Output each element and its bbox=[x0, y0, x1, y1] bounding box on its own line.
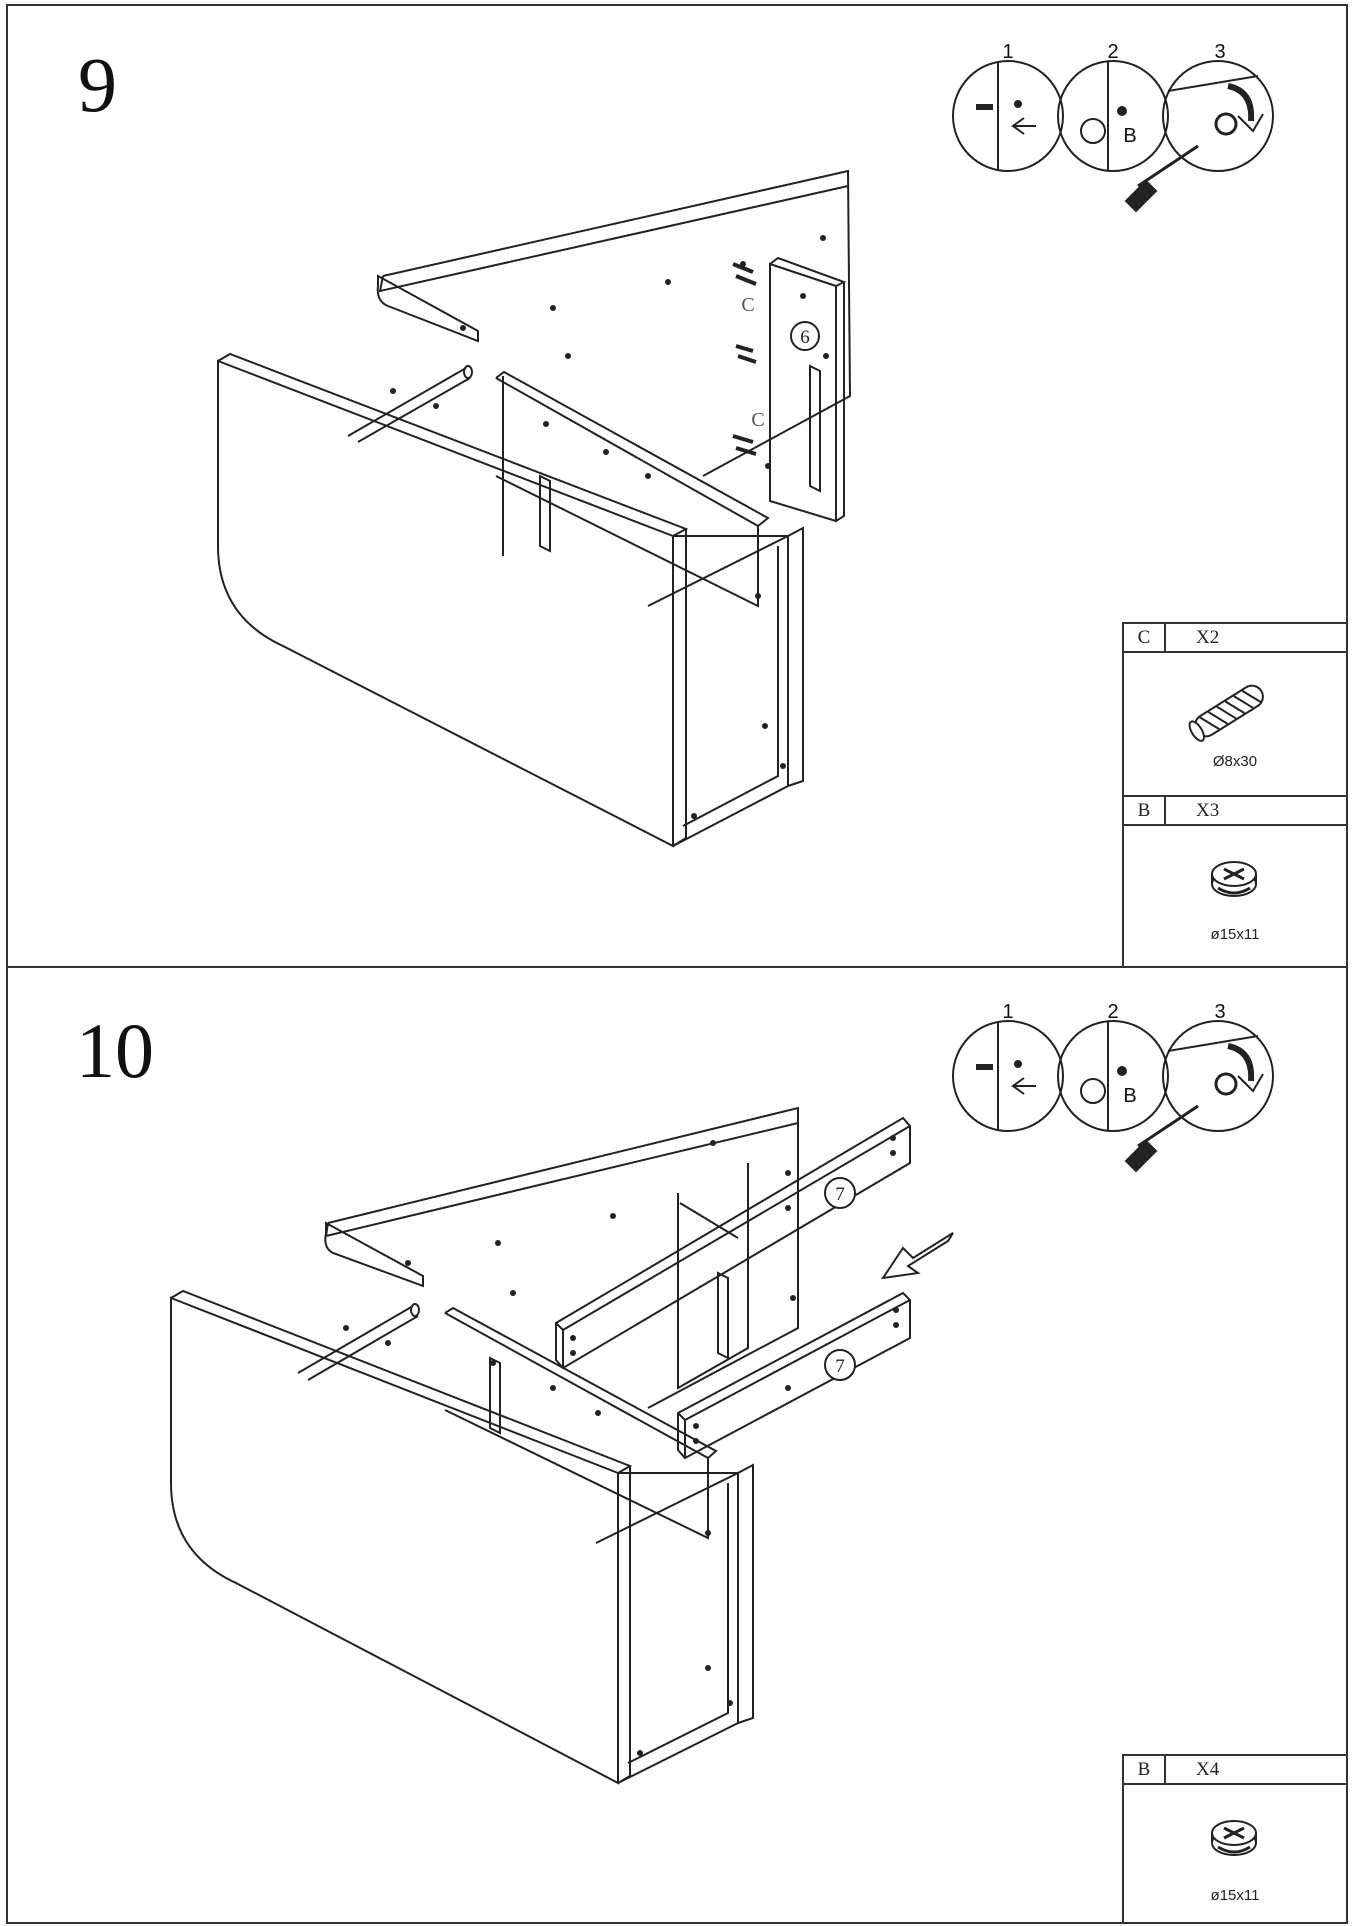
hardware-cell: ø15x11 bbox=[1124, 826, 1346, 966]
cam-lock-instructions: 1 2 3 B bbox=[952, 41, 1274, 213]
inset-number-2: 2 bbox=[1107, 41, 1118, 63]
hardware-table: C X2 Ø8x30 B X3 bbox=[1122, 622, 1346, 966]
inset-number-1: 1 bbox=[1002, 1001, 1013, 1023]
hardware-row-header: C X2 bbox=[1124, 624, 1346, 653]
part-label-6: 6 bbox=[800, 327, 810, 348]
step-10-panel: 10 bbox=[6, 966, 1348, 1924]
step-number: 9 bbox=[78, 41, 117, 128]
step-number: 10 bbox=[76, 1007, 154, 1094]
hardware-size: ø15x11 bbox=[1210, 1887, 1260, 1904]
hardware-letter: B bbox=[1124, 797, 1166, 824]
hardware-size: Ø8x30 bbox=[1212, 753, 1258, 770]
hardware-row-header: B X3 bbox=[1124, 797, 1346, 826]
hardware-cell: Ø8x30 bbox=[1124, 653, 1346, 797]
part-label-7-bottom: 7 bbox=[835, 1356, 845, 1377]
step-10-illustration: 7 7 bbox=[170, 1001, 1274, 1785]
hardware-size: ø15x11 bbox=[1210, 926, 1260, 943]
hardware-qty: X2 bbox=[1196, 626, 1220, 648]
cam-lock-icon bbox=[1211, 861, 1257, 897]
hardware-qty: X3 bbox=[1196, 799, 1220, 821]
inset-letter-b: B bbox=[1123, 1085, 1136, 1107]
hardware-letter: B bbox=[1124, 1756, 1166, 1783]
pin-label-c-bottom: C bbox=[751, 409, 764, 431]
cam-lock-instructions: 1 2 3 B bbox=[952, 1001, 1274, 1173]
hardware-qty: X4 bbox=[1196, 1758, 1220, 1780]
step-9-illustration: 6 C C bbox=[217, 41, 1274, 848]
cam-lock-icon bbox=[1211, 1820, 1257, 1856]
inset-letter-b: B bbox=[1123, 125, 1136, 147]
inset-number-1: 1 bbox=[1002, 41, 1013, 63]
inset-number-3: 3 bbox=[1214, 41, 1225, 63]
inset-number-2: 2 bbox=[1107, 1001, 1118, 1023]
part-label-7-top: 7 bbox=[835, 1184, 845, 1205]
hardware-letter: C bbox=[1124, 624, 1166, 651]
inset-number-3: 3 bbox=[1214, 1001, 1225, 1023]
dowel-icon bbox=[1188, 684, 1264, 742]
hardware-row-header: B X4 bbox=[1124, 1756, 1346, 1785]
pin-label-c-top: C bbox=[741, 294, 754, 316]
hardware-table: B X4 ø15x11 bbox=[1122, 1754, 1346, 1922]
step-9-panel: 9 bbox=[6, 4, 1348, 968]
hardware-cell: ø15x11 bbox=[1124, 1785, 1346, 1922]
